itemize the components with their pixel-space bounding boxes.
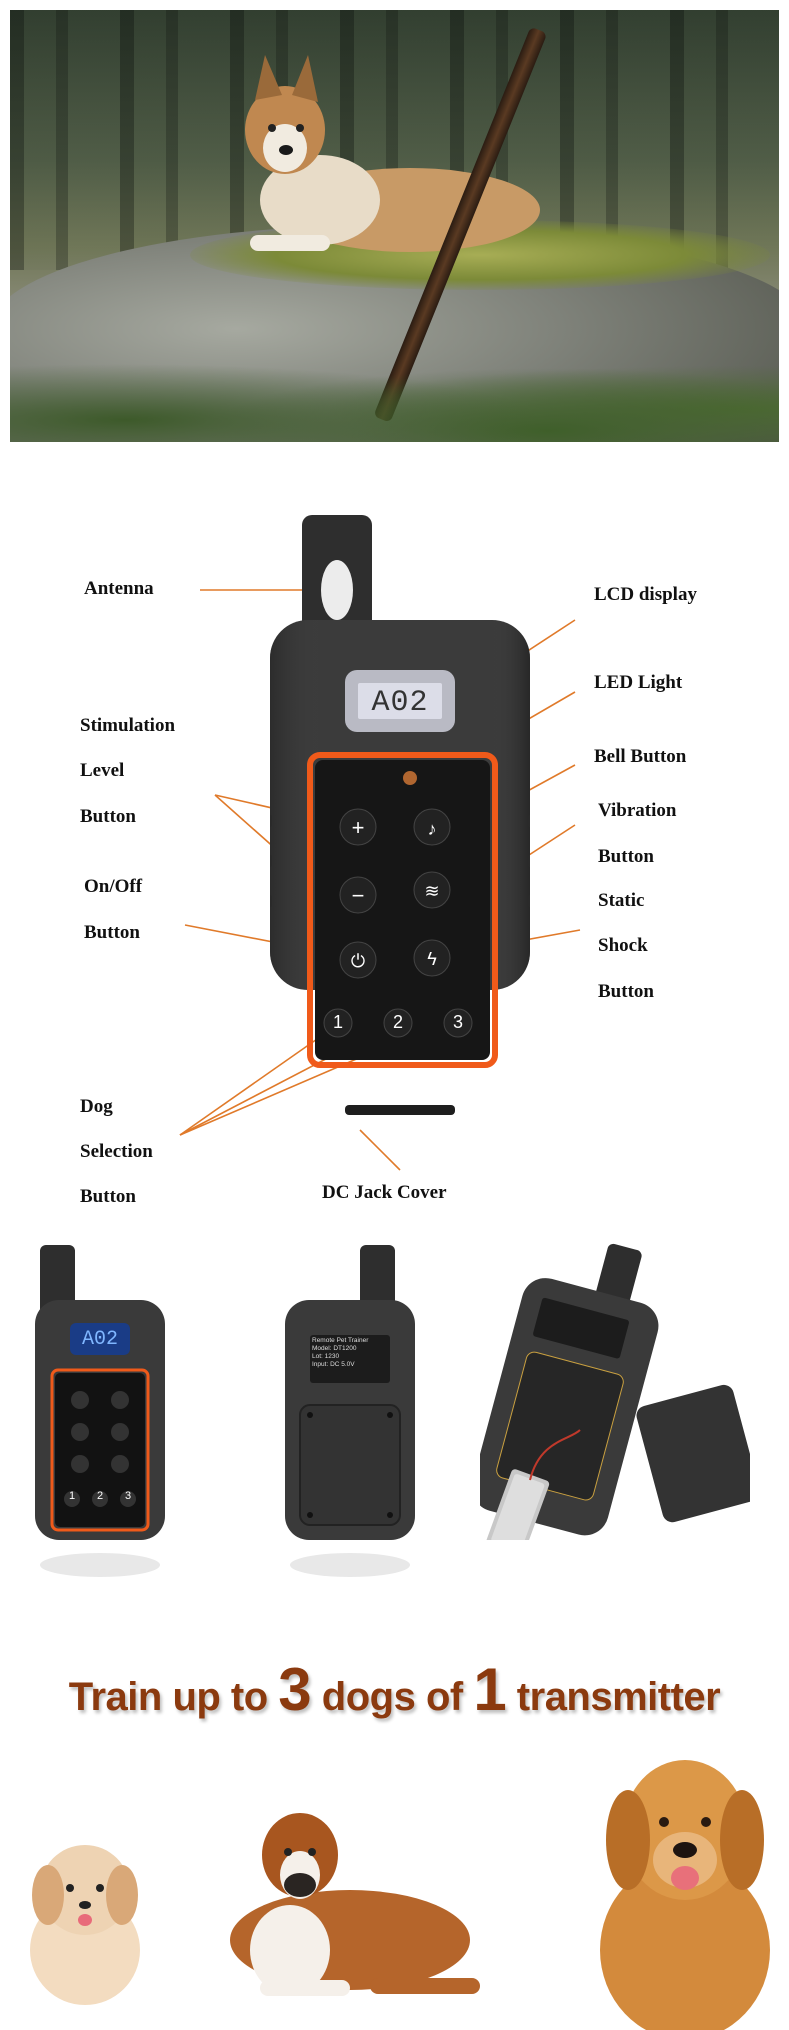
tagline-number-transmitter: 1 <box>473 1656 507 1723</box>
remote-diagram: + − ⏻ ♪ ≋ ϟ A02 1 2 3 Antenna Stimulatio… <box>0 480 789 1220</box>
label-onoff-2: Button <box>84 922 140 943</box>
label-dog-sel-1: Dog <box>80 1096 113 1117</box>
remote-front-view <box>35 1245 165 1577</box>
svg-text:ϟ: ϟ <box>427 949 437 969</box>
golden-retriever-image <box>600 1760 770 2030</box>
tagline-number-dogs: 3 <box>278 1656 312 1723</box>
back-label-line-2: Model: DT1200 <box>312 1345 357 1352</box>
back-label-line-3: Lot: 1230 <box>312 1353 340 1360</box>
label-static-3: Button <box>598 981 654 1002</box>
back-label-line-1: Remote Pet Trainer <box>312 1337 369 1344</box>
svg-text:+: + <box>352 815 365 840</box>
svg-text:−: − <box>352 883 365 908</box>
label-stimulation-1: Stimulation <box>80 715 176 736</box>
dog-button-1: 1 <box>332 1012 343 1032</box>
remote-open-battery-view <box>480 1243 750 1540</box>
label-stimulation-3: Button <box>80 806 136 827</box>
label-dog-sel-3: Button <box>80 1186 136 1207</box>
label-vibration-1: Vibration <box>598 800 677 821</box>
hero-photo <box>10 10 779 442</box>
label-led-light: LED Light <box>594 672 683 693</box>
small-fluffy-dog-image <box>30 1845 140 2005</box>
tagline-part-2: dogs of <box>311 1675 474 1719</box>
label-antenna: Antenna <box>84 578 154 599</box>
front-dog-2: 2 <box>96 1490 104 1502</box>
front-lcd-text: A02 <box>81 1328 118 1351</box>
shrubs <box>10 332 779 442</box>
back-label-line-4: Input: DC 5.0V <box>312 1361 355 1368</box>
back-label: Remote Pet Trainer Model: DT1200 Lot: 12… <box>312 1337 392 1369</box>
tagline-part-1: Train up to <box>68 1675 279 1719</box>
svg-text:≋: ≋ <box>424 881 439 901</box>
label-onoff-1: On/Off <box>84 876 143 897</box>
front-dog-3: 3 <box>124 1490 132 1502</box>
label-bell-button: Bell Button <box>594 746 687 767</box>
label-stimulation-2: Level <box>80 760 125 781</box>
dog-button-2: 2 <box>392 1012 403 1032</box>
front-dog-1: 1 <box>68 1490 76 1502</box>
label-lcd-display: LCD display <box>594 584 697 605</box>
product-views: A02 1 2 3 Remote Pet Trainer Model: DT12… <box>0 1235 789 1595</box>
tagline-part-3: transmitter <box>506 1675 721 1719</box>
dog-button-3: 3 <box>452 1012 463 1032</box>
boxer-dog-image <box>230 1813 480 1996</box>
lcd-display-text: A02 <box>371 686 429 720</box>
label-vibration-2: Button <box>598 846 654 867</box>
label-static-1: Static <box>598 890 645 911</box>
svg-text:⏻: ⏻ <box>351 951 365 971</box>
label-static-2: Shock <box>598 935 648 956</box>
remote-back-view <box>285 1245 415 1577</box>
label-dog-sel-2: Selection <box>80 1141 153 1162</box>
svg-text:♪: ♪ <box>428 819 437 839</box>
dogs-row <box>0 1740 789 2030</box>
tagline: Train up to 3 dogs of 1 transmitter <box>0 1655 789 1724</box>
label-dc-jack-cover: DC Jack Cover <box>322 1182 447 1203</box>
remote-transmitter-large: + − ⏻ ♪ ≋ ϟ <box>270 515 530 1115</box>
